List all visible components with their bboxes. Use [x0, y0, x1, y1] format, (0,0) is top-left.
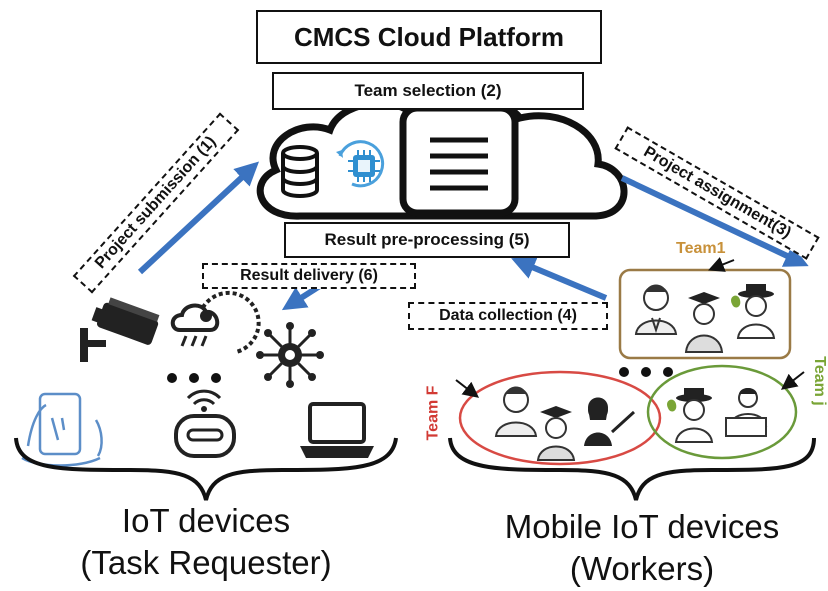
team-f-label: Team F	[424, 385, 442, 441]
iot-devices-caption: IoT devices (Task Requester)	[66, 500, 346, 584]
arrow-project-assignment	[620, 175, 809, 267]
farmer-icon	[667, 388, 714, 443]
cctv-camera-icon	[80, 297, 160, 362]
team-j-label: Team j	[810, 356, 828, 406]
arrow-project-submission	[137, 161, 260, 275]
data-collection-label: Data collection (4)	[408, 302, 608, 330]
mobile-devices-caption: Mobile IoT devices (Workers)	[462, 506, 822, 590]
result-preprocessing-label: Result pre-processing (5)	[284, 222, 570, 258]
arrow-data-collection	[511, 256, 608, 301]
more-teams-dots	[619, 367, 673, 377]
farmer-icon	[731, 284, 776, 339]
smartphone-hand-icon	[21, 392, 103, 467]
graduate-icon	[684, 292, 724, 353]
mobile-devices-line2: (Workers)	[569, 550, 715, 587]
team-j-ellipse	[646, 364, 805, 460]
team-f-ellipse	[455, 370, 662, 466]
more-devices-dots	[167, 373, 221, 383]
iot-devices-line2: (Task Requester)	[80, 544, 332, 581]
network-hub-icon	[256, 322, 324, 388]
laptop-worker-icon	[725, 388, 768, 437]
database-icon	[281, 145, 319, 198]
graduate-icon	[536, 406, 576, 461]
processor-sync-icon	[336, 140, 385, 188]
weather-sensor-icon	[170, 290, 261, 354]
laptop-icon	[300, 402, 374, 458]
team1-label: Team1	[676, 240, 726, 257]
platform-title: CMCS Cloud Platform	[256, 10, 602, 64]
result-delivery-label: Result delivery (6)	[202, 263, 416, 289]
server-icon	[399, 104, 519, 217]
mobile-devices-brace	[448, 437, 816, 501]
iot-devices-line1: IoT devices	[121, 502, 291, 539]
iot-devices-brace	[14, 437, 398, 501]
teacher-icon	[584, 397, 636, 446]
doctor-icon	[634, 284, 678, 335]
team-selection-label: Team selection (2)	[272, 72, 584, 110]
mobile-devices-line1: Mobile IoT devices	[504, 508, 780, 545]
doctor-icon	[494, 386, 538, 437]
wifi-router-icon	[174, 389, 236, 458]
